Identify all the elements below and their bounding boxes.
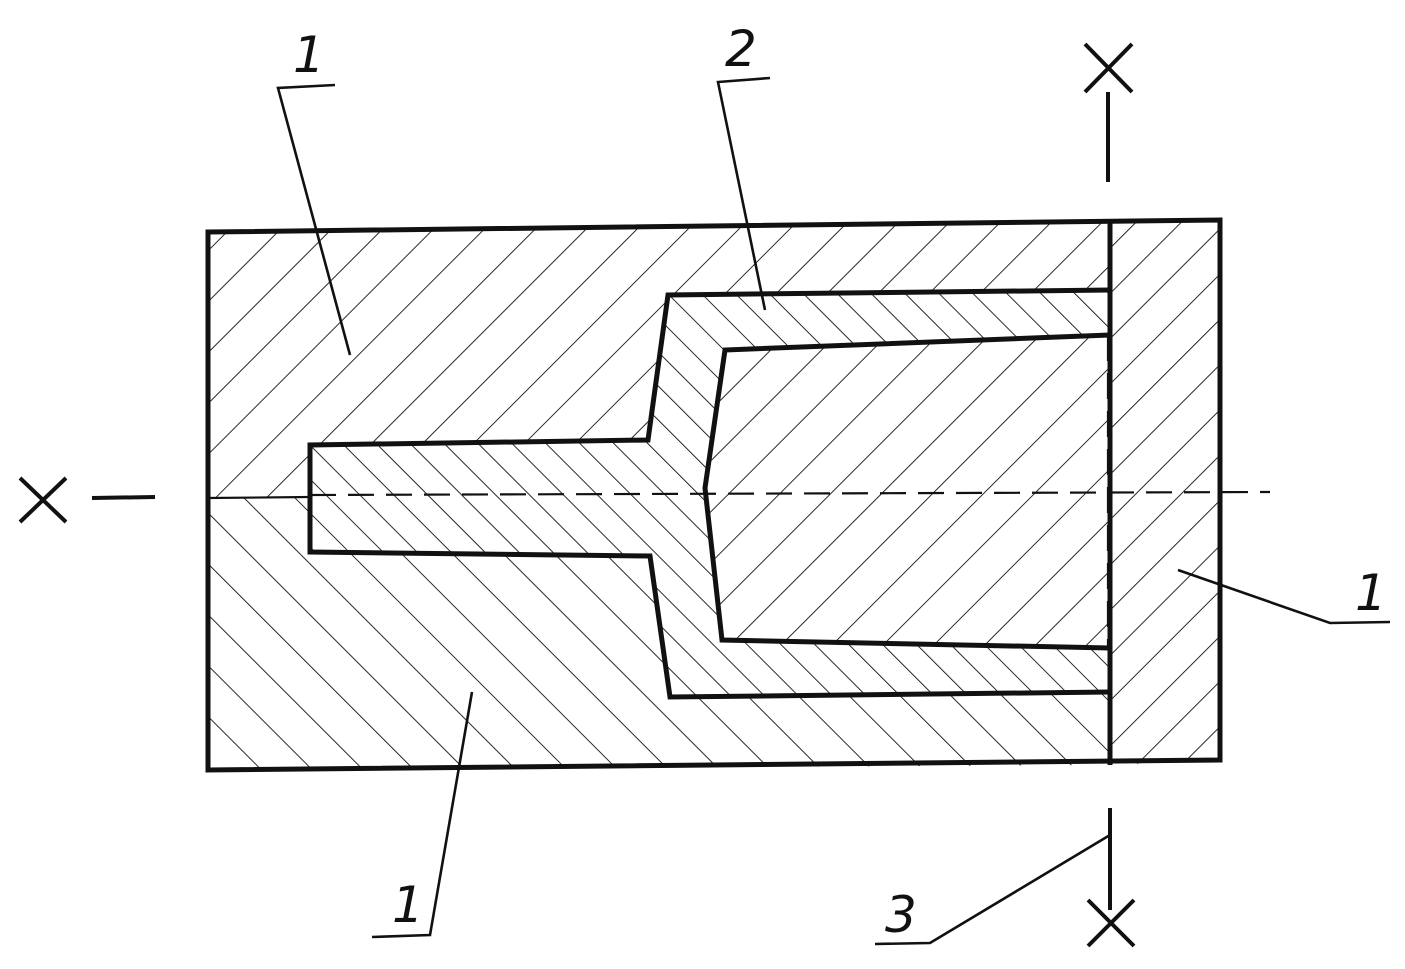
leader-part1-right	[1177, 568, 1391, 625]
insert-outer-outline	[307, 287, 1111, 700]
leader-part1-bottom	[371, 691, 474, 939]
callout-part1-bottom: 1	[392, 876, 424, 934]
left-x-marker	[18, 476, 68, 524]
leader-part1-top	[276, 83, 352, 356]
part1-core-region	[705, 335, 1110, 648]
parting-line	[207, 495, 311, 500]
leader-part2	[716, 76, 771, 311]
callout-part1-right: 1	[1355, 564, 1387, 622]
callout-part1-top: 1	[293, 26, 325, 84]
callout-part2: 2	[725, 20, 757, 78]
callout-section-plane: 3	[885, 886, 917, 944]
leader-section-plane	[874, 833, 1111, 946]
bottom-x-marker	[1086, 898, 1136, 948]
horizontal-axis-line	[309, 490, 1271, 497]
outer-body-outline	[205, 217, 1223, 773]
left-axis-extension	[91, 495, 156, 500]
insert-inner-outline	[702, 332, 1111, 651]
top-x-marker	[1083, 42, 1134, 94]
